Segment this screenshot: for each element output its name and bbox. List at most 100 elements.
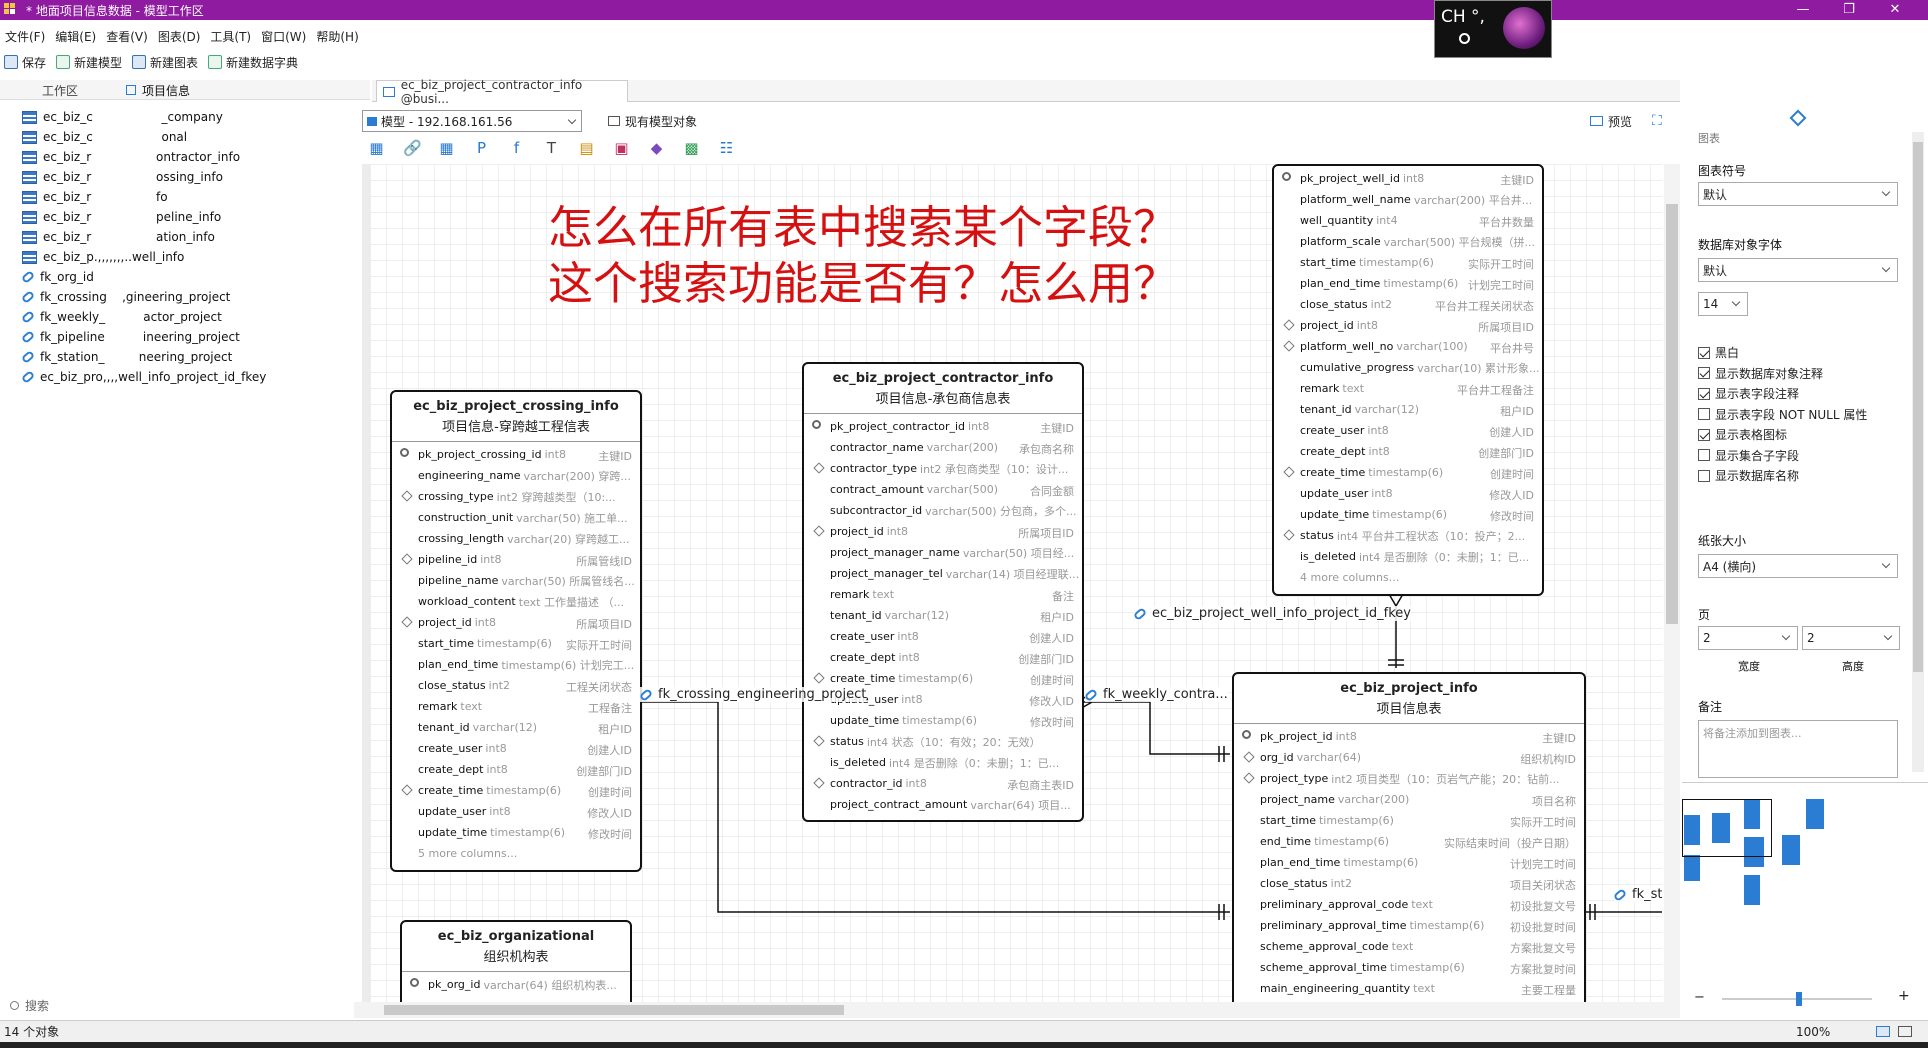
- canvas-hscroll-thumb[interactable]: [384, 1005, 844, 1015]
- diagram-canvas[interactable]: 怎么在所有表中搜索某个字段？ 这个搜索功能是否有？怎么用？ ec_biz_pro…: [362, 164, 1662, 1002]
- model-select[interactable]: 模型 - 192.168.161.56: [362, 110, 582, 132]
- menu-window[interactable]: 窗口(W): [261, 29, 307, 44]
- view-tool-icon[interactable]: ▦: [439, 139, 454, 157]
- tree-item-table[interactable]: ec_biz_p.,,,,,,,..well_info: [22, 248, 184, 266]
- panel-scrollbar[interactable]: [1912, 132, 1924, 772]
- option-checkbox[interactable]: 黑白: [1698, 344, 1739, 361]
- page-height-select[interactable]: 2: [1802, 626, 1900, 650]
- font-size-select[interactable]: 14: [1698, 292, 1748, 316]
- option-checkbox[interactable]: 显示数据库名称: [1698, 467, 1799, 484]
- checkbox-icon[interactable]: [1698, 449, 1710, 461]
- align-tool-icon[interactable]: ☷: [719, 139, 734, 157]
- paper-select[interactable]: A4 (横向): [1698, 554, 1898, 578]
- tree-item-table[interactable]: ec_biz_r fo: [22, 188, 168, 206]
- menu-file[interactable]: 文件(F): [5, 29, 46, 44]
- tree-item-table[interactable]: ec_biz_c onal: [22, 128, 187, 146]
- checkbox-icon[interactable]: [1698, 428, 1710, 441]
- option-checkbox[interactable]: 显示表字段注释: [1698, 385, 1799, 402]
- ime-search-icon[interactable]: [1459, 33, 1470, 44]
- zoom-in-icon[interactable]: +: [1898, 988, 1910, 1004]
- minimap-viewport[interactable]: [1682, 799, 1772, 857]
- existing-objects-button[interactable]: 现有模型对象: [608, 113, 697, 130]
- relation-weekly[interactable]: fk_weekly_contra...: [1083, 687, 1228, 702]
- option-checkbox[interactable]: 显示表字段 NOT NULL 属性: [1698, 406, 1867, 423]
- tree-item-table[interactable]: ec_biz_r peline_info: [22, 208, 221, 226]
- option-checkbox[interactable]: 显示数据库对象注释: [1698, 365, 1823, 382]
- option-checkbox[interactable]: 显示表格图标: [1698, 426, 1787, 443]
- function-tool-icon[interactable]: f: [513, 139, 520, 157]
- search-input[interactable]: 搜索: [25, 998, 50, 1013]
- note-textarea[interactable]: 将备注添加到图表...: [1698, 720, 1898, 778]
- tab-contractor-diagram[interactable]: ec_biz_project_contractor_info @busi...: [376, 78, 628, 106]
- relation-station[interactable]: fk_sta: [1612, 887, 1662, 902]
- close-icon[interactable]: ✕: [1889, 2, 1901, 17]
- shape-tool-icon[interactable]: ◆: [650, 139, 663, 157]
- menu-help[interactable]: 帮助(H): [316, 29, 359, 44]
- layer-tool-icon[interactable]: ▩: [684, 139, 699, 157]
- checkbox-icon[interactable]: [1698, 408, 1710, 420]
- menu-view[interactable]: 查看(V): [106, 29, 148, 44]
- page-width-select[interactable]: 2: [1698, 626, 1798, 650]
- menu-diagram[interactable]: 图表(D): [157, 29, 201, 44]
- tab-project-info[interactable]: 项目信息: [126, 82, 190, 99]
- symbol-select[interactable]: 默认: [1698, 182, 1898, 206]
- restore-icon[interactable]: ❐: [1843, 2, 1855, 17]
- tree-item-foreign-key[interactable]: fk_crossing ,gineering_project: [20, 288, 230, 306]
- save-button[interactable]: 保存: [4, 54, 46, 71]
- font-select[interactable]: 默认: [1698, 258, 1898, 282]
- tree-item-table[interactable]: ec_biz_r ossing_info: [22, 168, 223, 186]
- left-search[interactable]: 搜索: [0, 994, 370, 1016]
- tree-item-table[interactable]: ec_biz_c _company: [22, 108, 223, 126]
- layout-icon[interactable]: [1876, 1026, 1890, 1037]
